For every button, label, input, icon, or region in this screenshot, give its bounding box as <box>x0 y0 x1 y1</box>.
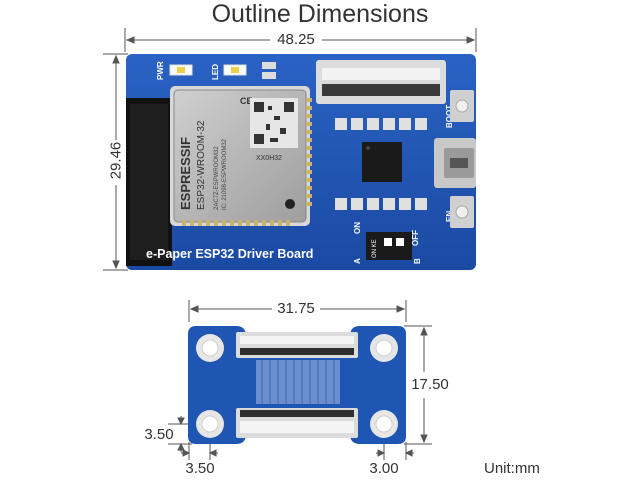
resistor-array <box>335 118 427 210</box>
module-fcc: 2AC7Z-ESPWROOM32 <box>214 146 220 210</box>
adapter-height-dimension <box>404 325 432 445</box>
hole-offset-y-label: 3.50 <box>144 426 174 443</box>
adapter-width-label: 31.75 <box>277 300 315 317</box>
adapter-height-label: 17.50 <box>411 376 449 393</box>
module-brand: ESPRESSIF <box>178 137 193 210</box>
pwr-label: PWR <box>156 61 165 80</box>
hole-offset-x-right-label: 3.00 <box>369 460 399 477</box>
module-dot <box>285 199 295 209</box>
switch-label: ON KE <box>372 239 378 258</box>
adapter-hole-offset-x-right <box>376 426 414 460</box>
module-ic: IC: 21098-ESPWROOM32 <box>222 138 228 210</box>
module-model: ESP32-WROOM-32 <box>196 120 207 210</box>
page-title: Outline Dimensions <box>211 0 429 28</box>
module-pads <box>182 98 312 226</box>
driver-width-dimension <box>124 28 477 52</box>
module-ce-mark: CE <box>240 96 253 106</box>
boot-label: BOOT <box>445 105 454 128</box>
module-lot-code: XX0H32 <box>256 155 282 162</box>
on-label: ON <box>353 222 362 234</box>
adapter-width-dimension <box>188 300 407 322</box>
en-label: EN <box>445 211 454 222</box>
resistor <box>262 72 276 79</box>
resistor <box>262 62 276 69</box>
board-name-label: e-Paper ESP32 Driver Board <box>146 247 313 261</box>
unit-label: Unit:mm <box>484 460 540 477</box>
a-label: A <box>353 258 362 264</box>
adapter-board <box>188 326 406 444</box>
hole-offset-x-left-label: 3.50 <box>185 460 215 477</box>
fpc-connector <box>316 60 446 104</box>
off-label: OFF <box>411 230 420 246</box>
b-label: B <box>413 258 422 264</box>
adapter-traces <box>256 360 340 404</box>
driver-width-label: 48.25 <box>277 31 315 48</box>
driver-board: ESPRESSIF ESP32-WROOM-32 2AC7Z-ESPWROOM3… <box>126 54 476 270</box>
driver-height-label: 29.46 <box>107 141 125 180</box>
led-label: LED <box>211 64 220 80</box>
driver-height-dimension <box>103 53 128 271</box>
